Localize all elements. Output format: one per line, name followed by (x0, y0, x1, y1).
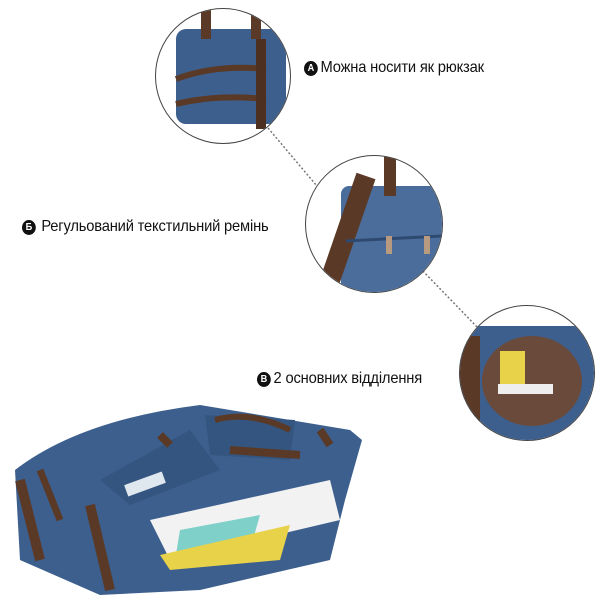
feature-text: Можна носити як рюкзак (320, 59, 484, 76)
backpack-view-image (174, 9, 286, 129)
detail-circle-compartments (459, 305, 595, 441)
feature-text: 2 основних відділення (273, 370, 423, 387)
feature-text: Регульований текстильний ремінь (41, 218, 269, 235)
badge-a: A (304, 60, 318, 76)
badge-b: Б (22, 219, 36, 235)
detail-circle-backpack (155, 8, 291, 144)
feature-label-backpack: A Можна носити як рюкзак (304, 59, 484, 77)
strap-view-image (316, 156, 442, 292)
feature-label-strap: Б Регульований текстильний ремінь (22, 218, 269, 236)
badge-v: В (257, 371, 271, 387)
compartments-view-image (460, 326, 594, 440)
detail-circle-strap (305, 155, 443, 293)
feature-label-compartments: В 2 основних відділення (257, 370, 422, 388)
